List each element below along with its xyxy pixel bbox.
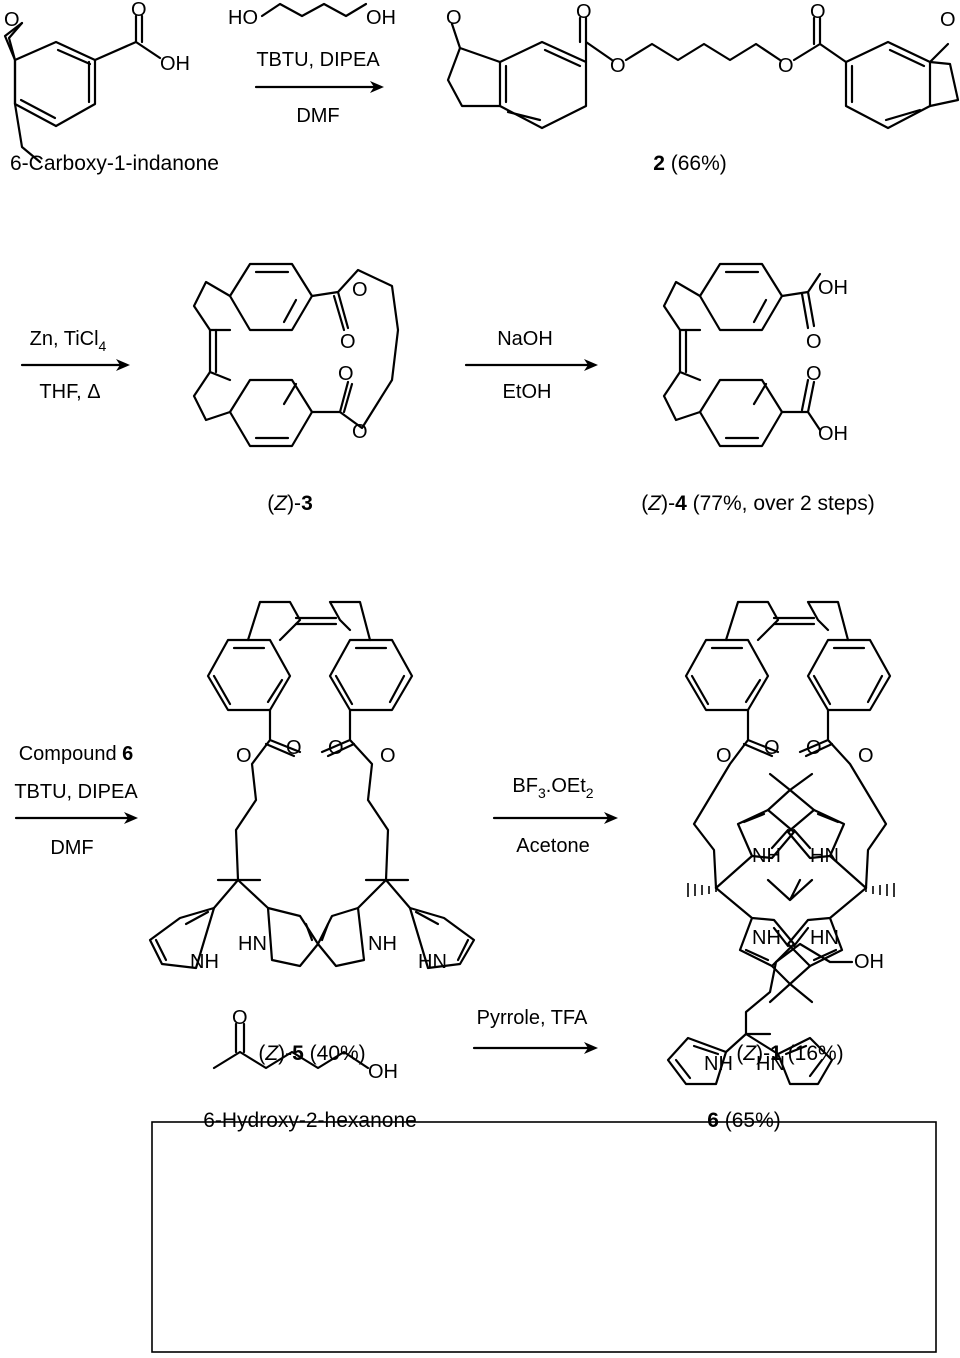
atom-hydroxyl: OH	[818, 277, 848, 299]
stereo-hash-right	[865, 883, 895, 897]
atom-oxygen: O	[338, 363, 354, 385]
atom-hydroxyl: HO	[228, 7, 258, 29]
label-compound-6: 6 (65%)	[707, 1109, 781, 1132]
atom-oxygen: O	[806, 737, 822, 759]
reagent-step4-line1: Compound 6	[19, 743, 134, 765]
atom-oxygen: O	[764, 737, 780, 759]
atom-hydroxyl: OH	[368, 1061, 398, 1083]
atom-hydroxyl: OH	[366, 7, 396, 29]
atom-oxygen: O	[4, 9, 20, 31]
atom-oxygen: O	[610, 55, 626, 77]
structure-z-5: O O O O NH HN NH HN	[148, 600, 476, 973]
reagent-step5-bottom: Acetone	[516, 835, 589, 857]
arrow-step4	[14, 812, 138, 824]
structure-6-carboxy-1-indanone: O O OH	[3, 0, 190, 164]
arrow-step5	[492, 812, 618, 824]
atom-oxygen: O	[806, 331, 822, 353]
label-compound-z-3: (Z)-3	[267, 492, 313, 515]
reagent-inset-top: Pyrrole, TFA	[477, 1007, 588, 1029]
atom-hydroxyl: OH	[854, 951, 884, 973]
reagent-step2-top: Zn, TiCl4	[30, 328, 107, 354]
atom-hn: HN	[756, 1053, 785, 1075]
atom-hn: HN	[810, 845, 839, 867]
structure-z-1: O O O O NH HN NH HN	[684, 600, 895, 1004]
atom-oxygen: O	[286, 737, 302, 759]
atom-hn: HN	[238, 933, 267, 955]
arrow-step2	[20, 359, 130, 371]
atom-nh: NH	[368, 933, 397, 955]
atom-oxygen: O	[940, 9, 956, 31]
atom-nh: NH	[752, 927, 781, 949]
atom-oxygen: O	[716, 745, 732, 767]
arrow-inset	[472, 1042, 598, 1054]
reagent-step4-line2: TBTU, DIPEA	[14, 781, 138, 803]
structure-compound-2: O O O O O O	[446, 1, 960, 130]
reagent-step5-top: BF3.OEt2	[512, 775, 593, 801]
atom-oxygen: O	[380, 745, 396, 767]
atom-nh: NH	[704, 1053, 733, 1075]
structure-compound-6: OH NH HN	[666, 942, 884, 1086]
atom-oxygen: O	[810, 1, 826, 23]
atom-oxygen: O	[806, 363, 822, 385]
atom-oxygen: O	[232, 1007, 248, 1029]
atom-nh: NH	[190, 951, 219, 973]
label-compound-z-1: (Z)-1 (16%)	[736, 1042, 843, 1065]
atom-oxygen: O	[446, 7, 462, 29]
reagent-step3-bottom: EtOH	[503, 381, 552, 403]
label-6-carboxy-1-indanone: 6-Carboxy-1-indanone	[10, 152, 219, 175]
atom-hn: HN	[810, 927, 839, 949]
atom-oxygen: O	[576, 1, 592, 23]
label-compound-z-4: (Z)-4 (77%, over 2 steps)	[641, 492, 874, 515]
atom-oxygen: O	[778, 55, 794, 77]
inset-box	[151, 1121, 937, 1353]
reagent-step4-bottom: DMF	[50, 837, 93, 859]
structure-1-5-pentanediol: HO OH	[228, 2, 396, 29]
stereo-hash-left	[687, 883, 717, 897]
atom-oxygen: O	[352, 421, 368, 443]
atom-nh: NH	[752, 845, 781, 867]
atom-oxygen: O	[236, 745, 252, 767]
atom-oxygen: O	[858, 745, 874, 767]
atom-oxygen: O	[328, 737, 344, 759]
reagent-step3-top: NaOH	[497, 328, 553, 350]
reagent-step1-bottom: DMF	[296, 105, 339, 127]
structure-z-4: OH O O OH	[662, 262, 848, 448]
label-compound-2: 2 (66%)	[653, 152, 727, 175]
label-6-hydroxy-2-hexanone: 6-Hydroxy-2-hexanone	[203, 1109, 417, 1132]
structure-6-hydroxy-2-hexanone: O OH	[212, 1007, 398, 1083]
atom-oxygen: O	[131, 0, 147, 21]
structure-z-3: O O O O	[192, 262, 400, 448]
arrow-step3	[464, 359, 598, 371]
reagent-step2-bottom: THF, Δ	[39, 381, 100, 403]
atom-hn: HN	[418, 951, 447, 973]
arrow-step1	[254, 81, 384, 93]
atom-hydroxyl: OH	[160, 53, 190, 75]
atom-oxygen: O	[340, 331, 356, 353]
reagent-step1-top: TBTU, DIPEA	[256, 49, 380, 71]
atom-hydroxyl: OH	[818, 423, 848, 445]
atom-oxygen: O	[352, 279, 368, 301]
